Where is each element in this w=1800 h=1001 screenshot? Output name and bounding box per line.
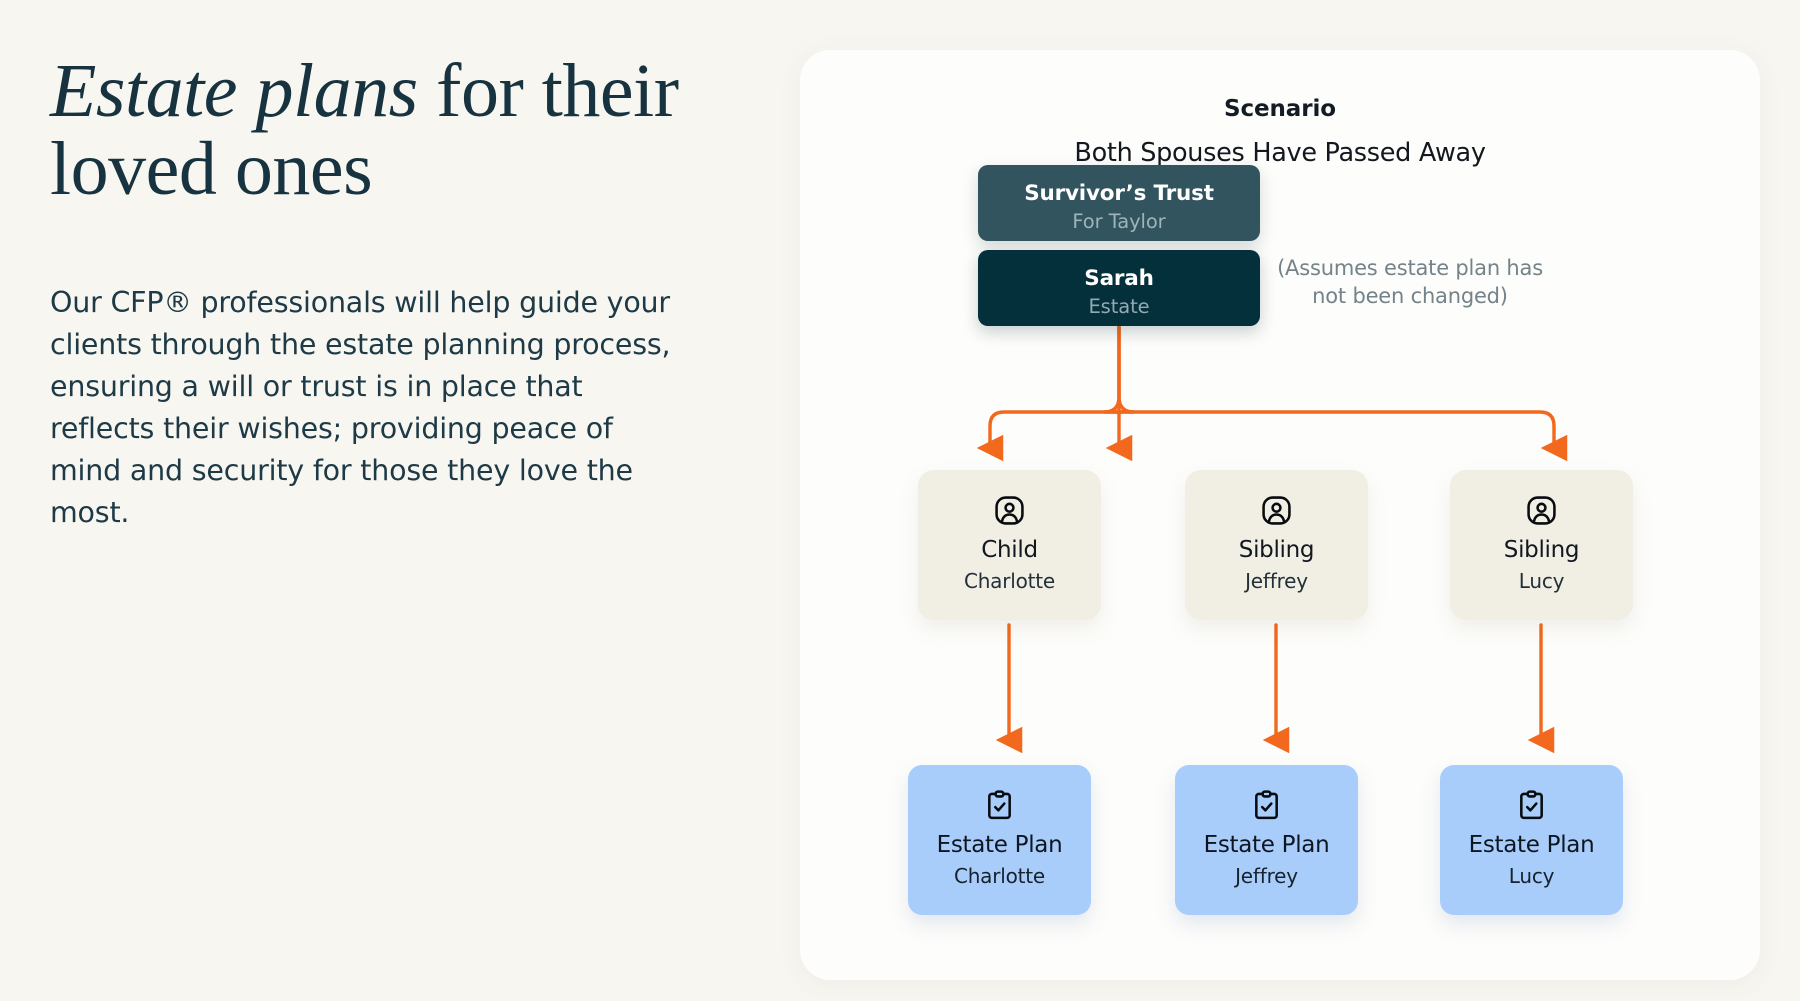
estate-plan-name: Lucy [1508,864,1555,889]
beneficiary-card-sibling-jeffrey[interactable]: Sibling Jeffrey [1185,470,1368,620]
beneficiary-title: Sibling [1238,537,1315,563]
headline-rest: for their loved ones [50,49,679,212]
beneficiary-name: Jeffrey [1245,569,1308,594]
intro-paragraph: Our CFP® professionals will help guide y… [50,285,671,530]
page-title: Estate plans for their loved ones [50,52,710,209]
person-icon [995,496,1024,525]
beneficiary-card-sibling-lucy[interactable]: Sibling Lucy [1450,470,1633,620]
beneficiary-title: Sibling [1503,537,1580,563]
survivors-trust-subtitle: For Taylor [1072,209,1166,233]
sarah-estate-title: Sarah [1084,266,1154,291]
clipboard-check-icon [1255,790,1278,820]
beneficiary-title: Child [981,537,1038,563]
sarah-estate-box[interactable]: Sarah Estate [978,250,1260,326]
estate-plan-card-lucy[interactable]: Estate Plan Lucy [1440,765,1623,915]
estate-plan-card-charlotte[interactable]: Estate Plan Charlotte [908,765,1091,915]
scenario-subtitle: Both Spouses Have Passed Away [1074,138,1486,168]
estate-plan-name: Jeffrey [1235,864,1298,889]
sarah-estate-subtitle: Estate [1088,294,1150,318]
clipboard-check-icon [1520,790,1543,820]
estate-plan-card-jeffrey[interactable]: Estate Plan Jeffrey [1175,765,1358,915]
beneficiary-card-child-charlotte[interactable]: Child Charlotte [918,470,1101,620]
estate-plan-name: Charlotte [953,864,1046,889]
headline-emphasis: Estate plans [50,49,418,133]
assumption-note: (Assumes estate plan has not been change… [1277,256,1543,308]
person-icon [1262,496,1291,525]
scenario-diagram-panel: Scenario Both Spouses Have Passed Away S… [800,50,1760,980]
beneficiary-name: Lucy [1518,569,1565,594]
estate-plan-title: Estate Plan [1203,832,1330,858]
intro-section: Estate plans for their loved ones Our CF… [50,50,710,535]
survivors-trust-box[interactable]: Survivor’s Trust For Taylor [978,165,1260,241]
estate-plan-title: Estate Plan [936,832,1063,858]
beneficiary-name: Charlotte [963,569,1056,594]
scenario-label: Scenario [1224,96,1336,122]
person-icon [1527,496,1556,525]
estate-plan-title: Estate Plan [1468,832,1595,858]
clipboard-check-icon [988,790,1011,820]
survivors-trust-title: Survivor’s Trust [1024,181,1214,206]
